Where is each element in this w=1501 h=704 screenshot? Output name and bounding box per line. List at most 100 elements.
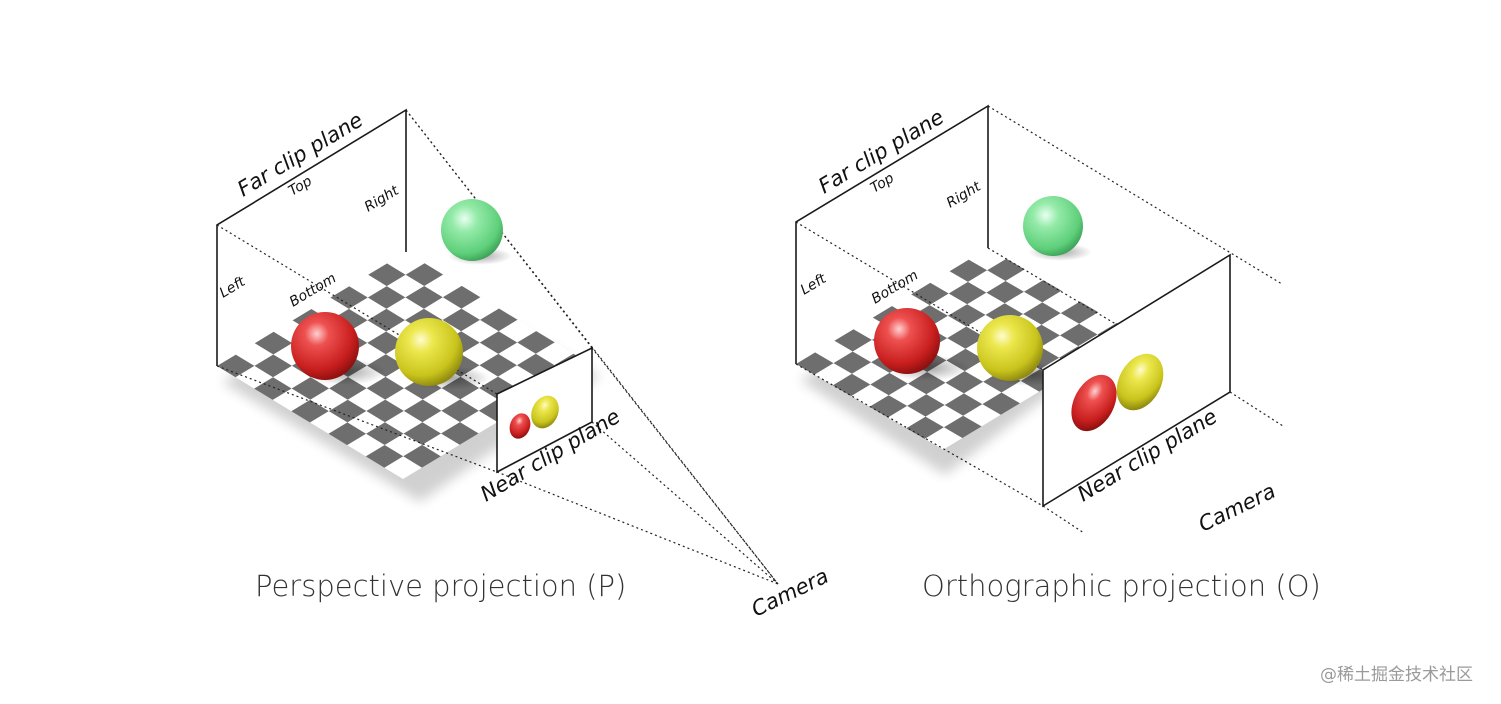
- ortho-edge-bottom-left-ext: [1042, 505, 1085, 534]
- checker-tile: [385, 388, 423, 411]
- yellow-sphere: [395, 318, 463, 386]
- watermark: @稀土掘金技术社区: [1320, 665, 1473, 685]
- checker-tile: [949, 259, 988, 282]
- checker-tile: [1005, 269, 1044, 292]
- checker-tile: [235, 365, 274, 389]
- checker-tile: [945, 371, 984, 394]
- near-plane-yellow-projection: [531, 395, 559, 429]
- checker-tile: [1042, 290, 1080, 314]
- ortho-yellow-sphere: [977, 315, 1043, 381]
- checker-tile: [349, 297, 387, 321]
- checker-tile: [944, 415, 982, 438]
- checker-tile: [888, 405, 926, 429]
- green-sphere: [441, 199, 503, 261]
- red-sphere: [291, 312, 359, 380]
- checker-tile: [832, 373, 871, 397]
- checker-tile: [291, 399, 329, 423]
- checker-tile: [384, 456, 422, 479]
- checker-tile: [387, 252, 425, 275]
- checker-tile: [517, 331, 555, 354]
- checker-tile: [479, 331, 518, 354]
- checker-tile: [424, 297, 462, 320]
- checker-tile: [479, 353, 517, 377]
- perspective-camera-label: Camera: [748, 564, 833, 622]
- checker-tile: [310, 388, 348, 412]
- checker-tile: [1060, 301, 1099, 324]
- checker-tile: [947, 326, 985, 349]
- checker-tile: [498, 342, 536, 366]
- ortho-edge-bottom-right-ext: [1229, 391, 1284, 427]
- checker-tile: [930, 271, 968, 294]
- checker-tile: [217, 354, 255, 378]
- checker-tile: [928, 338, 966, 361]
- perspective-diagram: Far clip plane Top Right Left Bottom Nea…: [216, 108, 833, 622]
- checker-tile: [924, 427, 963, 450]
- checker-tile: [986, 281, 1024, 304]
- checker-tile: [1023, 302, 1061, 325]
- camera-ray-1: [405, 109, 779, 585]
- camera-ray-4: [496, 471, 779, 585]
- checker-tile: [852, 362, 890, 385]
- checker-tile: [480, 308, 518, 332]
- checker-tile: [461, 297, 499, 320]
- ortho-near-red-projection: [1071, 374, 1117, 432]
- checker-tile: [422, 388, 461, 411]
- checker-tile: [347, 388, 386, 411]
- checker-tile: [1024, 280, 1062, 303]
- checker-tile: [907, 394, 945, 417]
- checker-tile: [929, 293, 968, 316]
- checker-tile: [385, 410, 423, 434]
- ortho-green-sphere: [1023, 196, 1083, 256]
- checker-tile: [870, 372, 908, 396]
- checker-tile: [461, 319, 499, 343]
- checker-tile: [367, 331, 405, 355]
- checker-tile: [851, 384, 889, 407]
- checker-tile: [1060, 323, 1098, 347]
- checker-tile: [273, 365, 311, 389]
- checker-tile: [254, 377, 292, 400]
- checker-tile: [367, 286, 406, 309]
- near-plane-red-projection: [509, 413, 531, 439]
- checker-tile: [968, 270, 1006, 293]
- checker-tile: [403, 444, 441, 468]
- checker-tile: [442, 308, 481, 332]
- checker-tile: [422, 433, 460, 457]
- checker-tile: [441, 399, 479, 423]
- checker-tile: [963, 404, 1001, 427]
- checker-tile: [964, 381, 1002, 405]
- perspective-caption: Perspective projection (P): [255, 569, 626, 603]
- checker-tile: [1041, 313, 1080, 336]
- checker-tile: [424, 274, 462, 298]
- checker-tile: [235, 343, 274, 366]
- checker-tile: [460, 342, 499, 366]
- checker-tile: [925, 405, 964, 428]
- checker-tile: [366, 376, 405, 400]
- checker-tile: [911, 282, 949, 306]
- perspective-top-label: Top: [286, 173, 315, 199]
- camera-ray-3: [591, 421, 779, 585]
- checker-tile: [422, 410, 460, 434]
- ortho-edge-bottom-right: [987, 247, 1231, 393]
- checker-tile: [967, 292, 1005, 315]
- perspective-far-plane-frame: [216, 108, 407, 366]
- ortho-red-sphere: [874, 308, 940, 374]
- checker-tile: [948, 281, 987, 305]
- checker-tile: [441, 422, 479, 445]
- checker-tile: [330, 286, 368, 309]
- checker-tile: [366, 422, 404, 445]
- checker-tile: [405, 286, 443, 309]
- checker-tile: [347, 433, 385, 457]
- checker-tile: [368, 263, 406, 287]
- checker-tile: [254, 354, 292, 378]
- checker-tile: [328, 422, 367, 446]
- checker-tile: [535, 342, 574, 366]
- checker-tile: [348, 320, 387, 343]
- checker-tile: [944, 393, 983, 416]
- checker-tile: [833, 351, 872, 374]
- checker-tile: [498, 365, 536, 388]
- checker-tile: [291, 377, 330, 400]
- checker-tile: [328, 399, 367, 423]
- checker-tile: [365, 445, 404, 468]
